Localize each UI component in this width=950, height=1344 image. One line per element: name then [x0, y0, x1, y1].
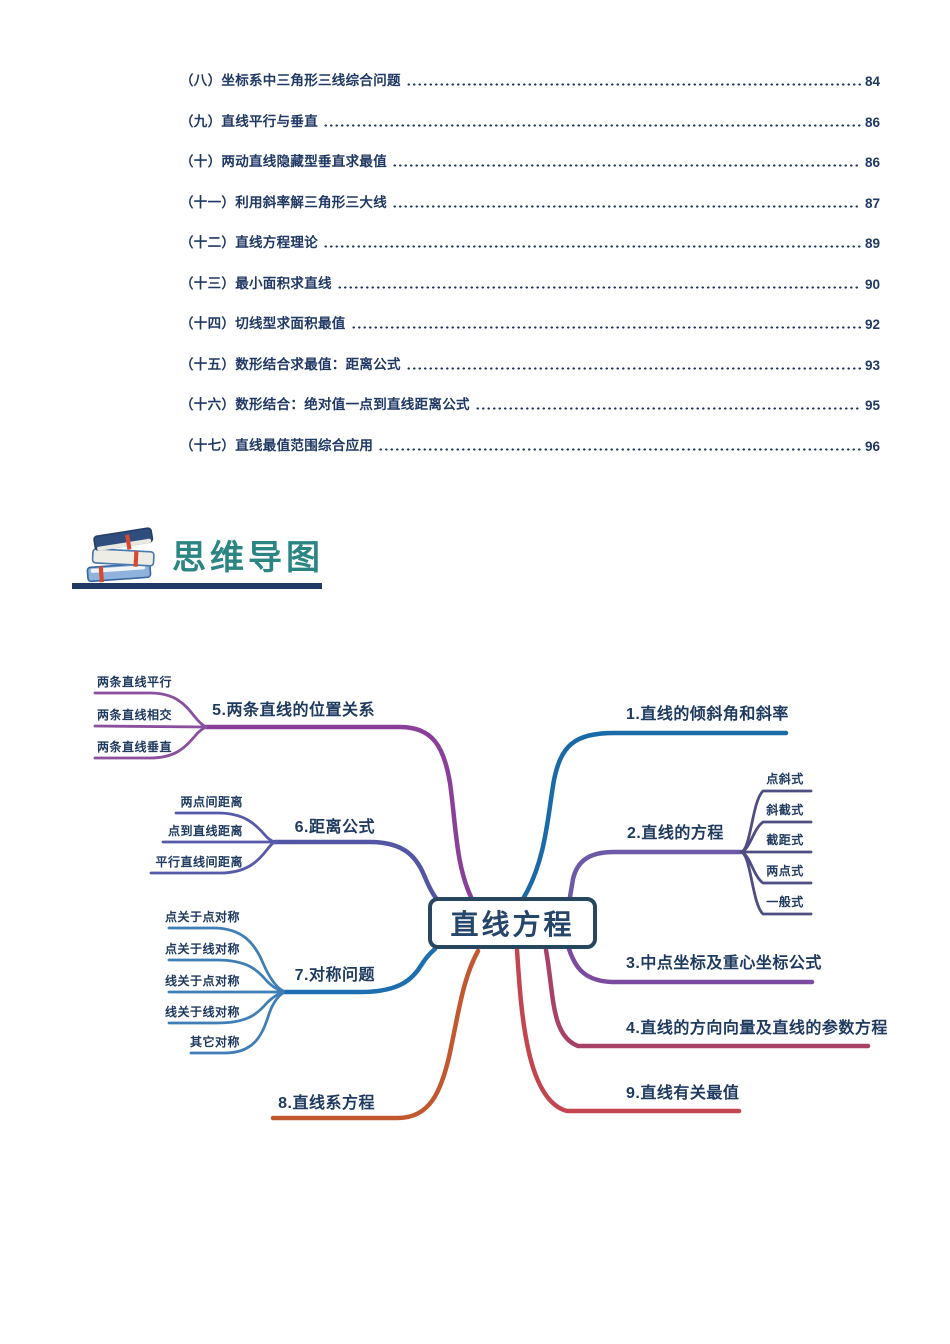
book-stack-icon	[86, 527, 155, 583]
branch-7-child-line-4	[189, 991, 285, 1055]
toc-page-number: 90	[864, 276, 880, 292]
toc-entry: （十五）数形结合求最值：距离公式 93	[180, 354, 880, 373]
section-divider	[72, 583, 322, 589]
branch-5-child-line-1	[93, 724, 208, 729]
toc-entry: （八）坐标系中三角形三线综合问题 84	[180, 70, 880, 89]
toc-entry-label: （九）直线平行与垂直	[180, 113, 318, 129]
branch-2-child-label-4: 一般式	[766, 895, 804, 909]
branch-6-label: 6.距离公式	[294, 819, 375, 836]
branch-2-child-label-2: 截距式	[766, 833, 804, 847]
branch-6-line	[272, 839, 439, 901]
branch-6-child-line-2	[149, 840, 277, 875]
branch-7-child-line-1	[167, 958, 285, 994]
mindmap-center-node: 直线方程	[428, 897, 597, 949]
mindmap-canvas	[93, 691, 871, 1121]
toc-entry: （十）两动直线隐藏型垂直求最值 86	[180, 151, 880, 170]
toc-dotted-leader	[405, 82, 861, 87]
toc-page-number: 92	[864, 317, 880, 332]
branch-5-label: 5.两条直线的位置关系	[212, 702, 375, 719]
mindmap: 直线方程 1.直线的倾斜角和斜率 2.直线的方程 3.中点坐标及重心坐标公式 4…	[0, 650, 950, 1170]
toc-page-number: 84	[864, 74, 880, 89]
toc-page-number: 87	[864, 195, 880, 211]
toc-entry-label: （十四）切线型求面积最值	[180, 316, 346, 331]
branch-6-child-label-1: 点到直线距离	[167, 824, 243, 838]
toc-entry-label: （十三）最小面积求直线	[180, 275, 332, 291]
toc-entry: （十六）数形结合：绝对值一点到直线距离公式 95	[180, 394, 880, 413]
branch-2-child-label-3: 两点式	[766, 864, 804, 878]
toc-dotted-leader	[392, 163, 861, 168]
toc-entry: （十二）直线方程理论 89	[180, 232, 880, 251]
branch-1-label: 1.直线的倾斜角和斜率	[626, 706, 789, 723]
toc-page-number: 89	[864, 236, 880, 251]
toc-entry-label: （十）两动直线隐藏型垂直求最值	[180, 154, 387, 169]
branch-5-child-line-0	[93, 691, 208, 729]
branch-5-child-label-1: 两条直线相交	[97, 708, 173, 722]
toc-dotted-leader	[392, 203, 861, 209]
toc-entry: （十七）直线最值范围综合应用 96	[180, 435, 880, 454]
branch-7-label: 7.对称问题	[294, 967, 375, 984]
branch-2-child-line-4	[739, 850, 813, 916]
toc-dotted-leader	[405, 365, 861, 371]
toc-dotted-leader	[378, 446, 861, 452]
branch-7-child-label-0: 点关于点对称	[164, 910, 240, 924]
branch-7-line	[280, 946, 438, 995]
section-title: 思维导图	[172, 539, 324, 577]
toc-entry: （十三）最小面积求直线 90	[180, 273, 880, 292]
branch-2-line	[567, 849, 744, 900]
toc-dotted-leader	[323, 244, 861, 249]
toc-page-number: 93	[864, 357, 880, 373]
toc-entry-label: （十二）直线方程理论	[180, 235, 318, 250]
toc-entry-label: （十一）利用斜率解三角形三大线	[180, 194, 387, 210]
toc-page-number: 96	[864, 438, 880, 454]
branch-7-child-line-0	[167, 926, 285, 993]
mindmap-center-label: 直线方程	[450, 909, 575, 940]
branch-2-label: 2.直线的方程	[627, 825, 724, 842]
toc-entry-label: （十五）数形结合求最值：距离公式	[180, 356, 401, 372]
branch-5-line	[203, 724, 474, 900]
branch-3-label: 3.中点坐标及重心坐标公式	[626, 955, 822, 972]
toc-dotted-leader	[336, 284, 861, 290]
toc-entry-label: （十七）直线最值范围综合应用	[180, 437, 374, 453]
branch-6-child-label-2: 平行直线间距离	[155, 855, 243, 869]
branch-5-child-label-2: 两条直线垂直	[97, 740, 173, 754]
toc-page-number: 86	[864, 155, 880, 170]
branch-7-child-label-1: 点关于线对称	[164, 942, 240, 956]
toc-entry: （十四）切线型求面积最值 92	[180, 313, 880, 332]
branch-2-child-label-0: 点斜式	[766, 772, 804, 786]
toc-page-number: 95	[864, 398, 880, 413]
toc-dotted-leader	[350, 325, 861, 330]
branch-5-child-line-2	[93, 725, 208, 760]
section-header: 思维导图	[0, 518, 420, 608]
branch-7-child-label-3: 线关于线对称	[164, 1005, 240, 1019]
branch-5-child-label-0: 两条直线平行	[97, 675, 173, 689]
toc-dotted-leader	[323, 122, 861, 128]
toc-page-number: 86	[864, 114, 880, 130]
branch-6-child-label-0: 两点间距离	[180, 795, 243, 809]
branch-9-line	[514, 947, 742, 1114]
branch-2-child-label-1: 斜截式	[766, 803, 804, 817]
branch-8-label: 8.直线系方程	[278, 1095, 375, 1112]
toc-dotted-leader	[474, 406, 861, 411]
branch-8-line	[270, 948, 481, 1121]
toc-entry-label: （八）坐标系中三角形三线综合问题	[180, 73, 401, 88]
branch-7-child-label-4: 其它对称	[189, 1035, 240, 1049]
toc-entry-label: （十六）数形结合：绝对值一点到直线距离公式	[180, 397, 470, 412]
toc-entry: （九）直线平行与垂直 86	[180, 111, 880, 130]
branch-7-child-label-2: 线关于点对称	[164, 974, 240, 988]
branch-4-label: 4.直线的方向向量及直线的参数方程	[626, 1020, 888, 1037]
branch-3-line	[566, 946, 815, 985]
branch-4-line	[543, 947, 871, 1049]
branch-1-line	[521, 730, 789, 900]
branch-7-child-line-3	[167, 990, 285, 1025]
toc-entry: （十一）利用斜率解三角形三大线 87	[180, 192, 880, 211]
branch-9-label: 9.直线有关最值	[626, 1085, 740, 1102]
table-of-contents: （八）坐标系中三角形三线综合问题 84 （九）直线平行与垂直 86 （十）两动直…	[180, 70, 880, 475]
